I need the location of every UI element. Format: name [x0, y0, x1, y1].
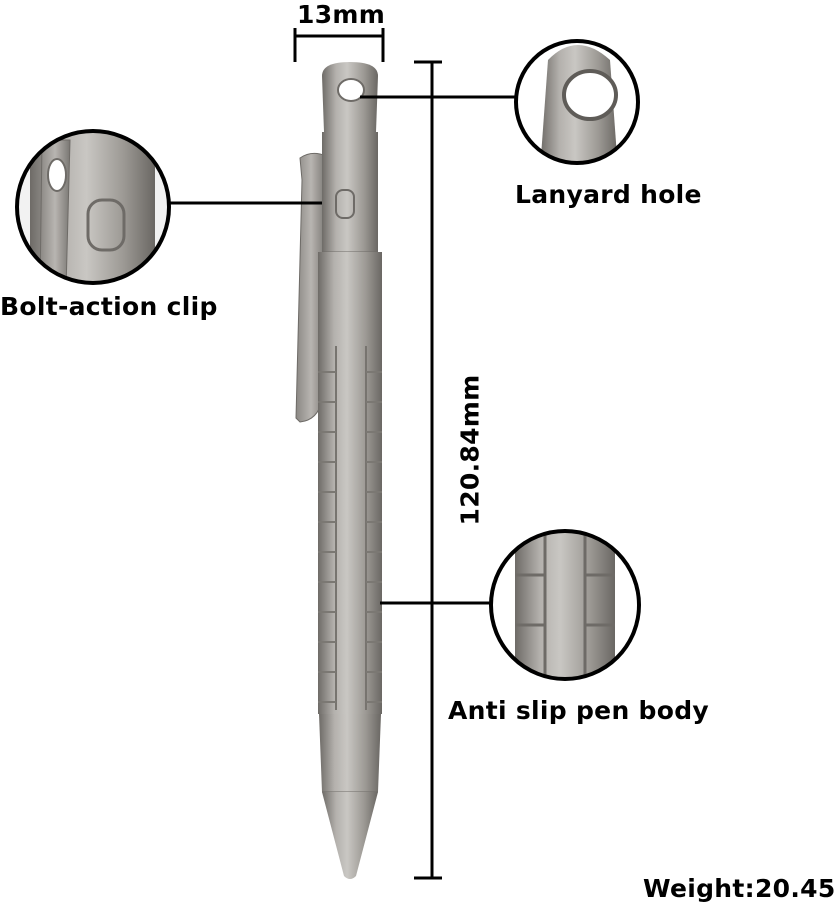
- bolt-action-clip-label: Bolt-action clip: [0, 292, 218, 321]
- weight-label: Weight:20.45g: [643, 874, 834, 903]
- lanyard-hole-label: Lanyard hole: [515, 180, 702, 209]
- pen: [295, 62, 382, 879]
- anti-slip-body-label: Anti slip pen body: [448, 696, 710, 725]
- width-dimension-label: 13mm: [297, 0, 386, 29]
- callout-lines: [170, 95, 516, 605]
- width-dimension-bracket: [293, 28, 385, 62]
- bolt-action-clip-zoom-circle: [15, 129, 171, 285]
- lanyard-hole-zoom-circle: [514, 39, 640, 165]
- length-dimension-line: [414, 60, 442, 880]
- anti-slip-body-zoom-circle: [489, 529, 641, 681]
- length-dimension-label: 120.84mm: [455, 374, 485, 526]
